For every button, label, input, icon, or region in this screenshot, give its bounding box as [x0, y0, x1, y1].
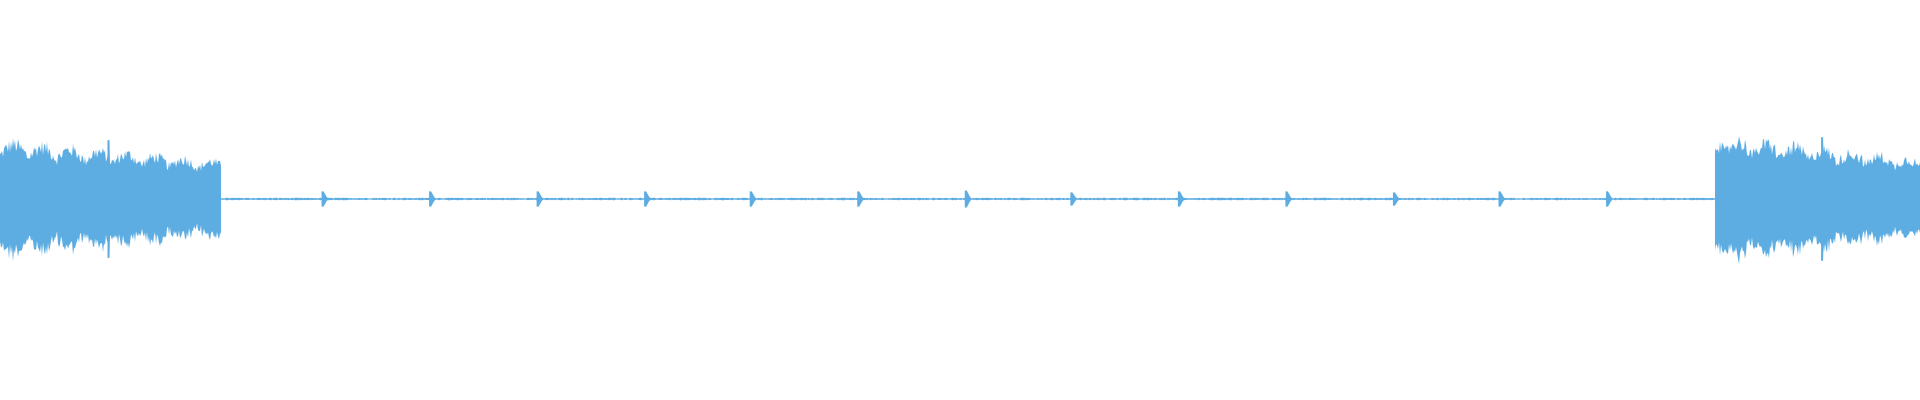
transient-8: [964, 190, 972, 208]
transient-2: [321, 191, 329, 207]
transient-10: [1177, 191, 1185, 207]
transient-11: [1285, 191, 1293, 207]
transient-12: [1392, 192, 1400, 206]
transient-1: [107, 140, 113, 258]
transient-5: [644, 191, 652, 207]
transient-9: [1070, 192, 1078, 206]
transient-4: [536, 191, 544, 207]
transient-6: [749, 191, 757, 207]
transient-14: [1606, 191, 1614, 207]
transient-15: [1821, 137, 1827, 261]
transient-13: [1498, 191, 1506, 207]
waveform-envelope: [0, 136, 1920, 265]
transient-3: [429, 191, 437, 207]
transient-markers: [107, 137, 1827, 261]
transient-7: [857, 191, 865, 207]
